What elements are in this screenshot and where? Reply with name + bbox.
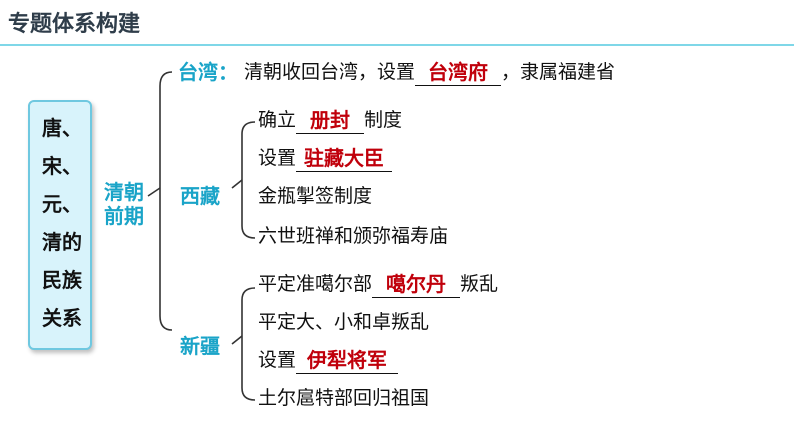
- xinjiang-bracket: [241, 287, 256, 401]
- xizang-item-suffix: 制度: [364, 109, 403, 131]
- root-line: 关系: [42, 306, 82, 330]
- root-line: 宋、: [42, 154, 82, 178]
- main-bracket-tip: [147, 187, 161, 197]
- xinjiang-bracket-tip: [231, 335, 243, 345]
- xinjiang-item-suffix: 叛乱: [460, 273, 499, 295]
- period-label: 清朝 前期: [104, 180, 144, 228]
- root-line: 清的: [42, 230, 82, 254]
- page-title: 专题体系构建: [8, 12, 141, 37]
- root-topic-box: 唐、 宋、 元、 清的 民族 关系: [28, 100, 92, 350]
- xizang-item-text: 六世班禅和颁弥福寿庙: [258, 225, 449, 247]
- xinjiang-item: 平定大、小和卓叛乱: [258, 308, 429, 336]
- period-label-line: 前期: [104, 204, 144, 228]
- xizang-bracket: [241, 121, 256, 239]
- xizang-title: 西藏: [180, 184, 220, 208]
- xizang-item: 六世班禅和颁弥福寿庙: [258, 222, 448, 250]
- main-bracket: [159, 71, 173, 331]
- taiwan-answer-blank: 台湾府: [415, 59, 502, 86]
- xinjiang-item-text: 平定准噶尔部: [258, 273, 373, 295]
- xinjiang-item-text: 土尔扈特部回归祖国: [258, 387, 430, 409]
- xizang-item: 设置 驻藏大臣: [258, 144, 393, 172]
- root-line: 民族: [42, 268, 82, 292]
- xinjiang-item-text: 平定大、小和卓叛乱: [258, 311, 430, 333]
- xinjiang-item: 平定准噶尔部 噶尔丹 叛乱: [258, 270, 498, 298]
- xizang-item-text: 设置: [258, 147, 297, 169]
- xinjiang-answer-blank: 噶尔丹: [372, 271, 461, 298]
- xinjiang-title: 新疆: [180, 334, 220, 358]
- xizang-item: 确立 册封 制度: [258, 106, 402, 134]
- xizang-item: 金瓶掣签制度: [258, 182, 372, 210]
- xizang-answer-blank: 册封: [296, 107, 365, 134]
- taiwan-text: 清朝收回台湾，设置: [244, 61, 416, 83]
- header-divider: [0, 44, 794, 46]
- taiwan-text-suffix: ，隶属福建省: [501, 61, 616, 83]
- xizang-bracket-tip: [231, 179, 243, 189]
- xizang-item-text: 金瓶掣签制度: [258, 185, 373, 207]
- xizang-item-text: 确立: [258, 109, 297, 131]
- xinjiang-answer-blank: 伊犁将军: [296, 347, 399, 374]
- xinjiang-item: 设置 伊犁将军: [258, 346, 399, 374]
- root-line: 唐、: [42, 116, 82, 140]
- period-label-line: 清朝: [104, 180, 144, 204]
- taiwan-title: 台湾: [178, 60, 218, 84]
- xinjiang-item-text: 设置: [258, 349, 297, 371]
- root-line: 元、: [42, 192, 82, 216]
- taiwan-row: 台湾 ： 清朝收回台湾，设置 台湾府 ，隶属福建省: [178, 58, 615, 86]
- taiwan-colon: ：: [218, 60, 238, 84]
- xizang-answer-blank: 驻藏大臣: [296, 145, 393, 172]
- xinjiang-item: 土尔扈特部回归祖国: [258, 384, 429, 412]
